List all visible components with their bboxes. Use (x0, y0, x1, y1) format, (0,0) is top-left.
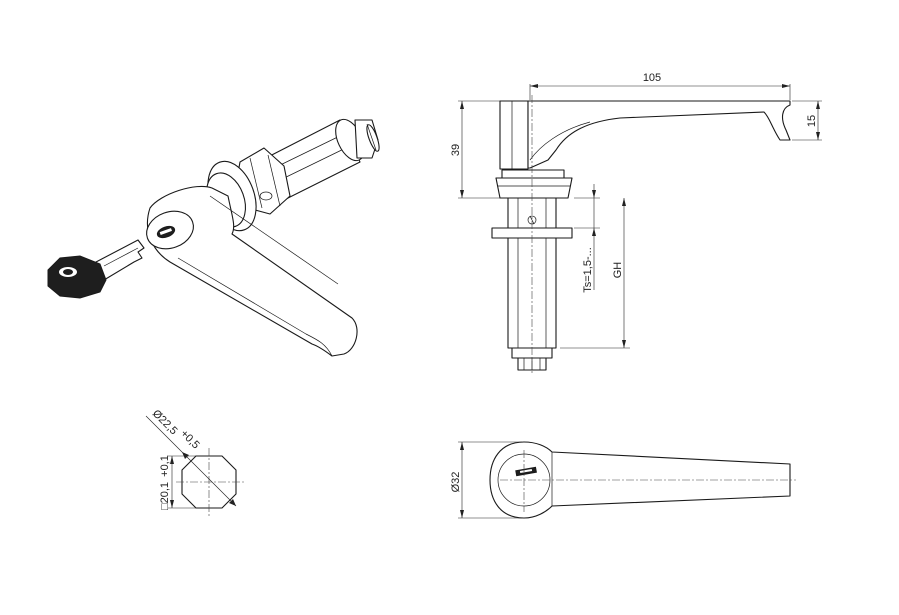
dim-22-label: Ø22,5 (150, 408, 180, 438)
side-lever (499, 100, 791, 170)
dim-105: 105 (529, 72, 791, 100)
dim-15: 15 (792, 100, 822, 141)
dim-ts-label: Ts=1,5-... (582, 247, 594, 293)
side-view: 105 39 15 Ts=1,5-... (450, 72, 822, 375)
dim-ts: Ts=1,5-... (574, 184, 600, 293)
dim-20-tol: +0,1 (159, 455, 171, 477)
isometric-view (47, 118, 380, 357)
dim-32: Ø32 (450, 441, 522, 519)
dim-20-label: □20,1 (159, 482, 171, 510)
dim-gh: GH (560, 198, 630, 349)
cam-detail: Ø22,5 +0,5 □20,1 +0,1 (145, 408, 244, 516)
dim-gh-label: GH (612, 262, 624, 279)
dim-15-label: 15 (806, 115, 818, 127)
dim-39-label: 39 (450, 144, 462, 156)
side-collar (495, 169, 573, 199)
top-view: Ø32 (450, 441, 796, 519)
dim-22-tol: +0,5 (178, 428, 202, 452)
lever-handle (146, 185, 358, 357)
dim-39: 39 (450, 100, 500, 199)
key (47, 239, 145, 299)
dim-32-label: Ø32 (450, 472, 462, 493)
dim-105-label: 105 (643, 72, 661, 84)
